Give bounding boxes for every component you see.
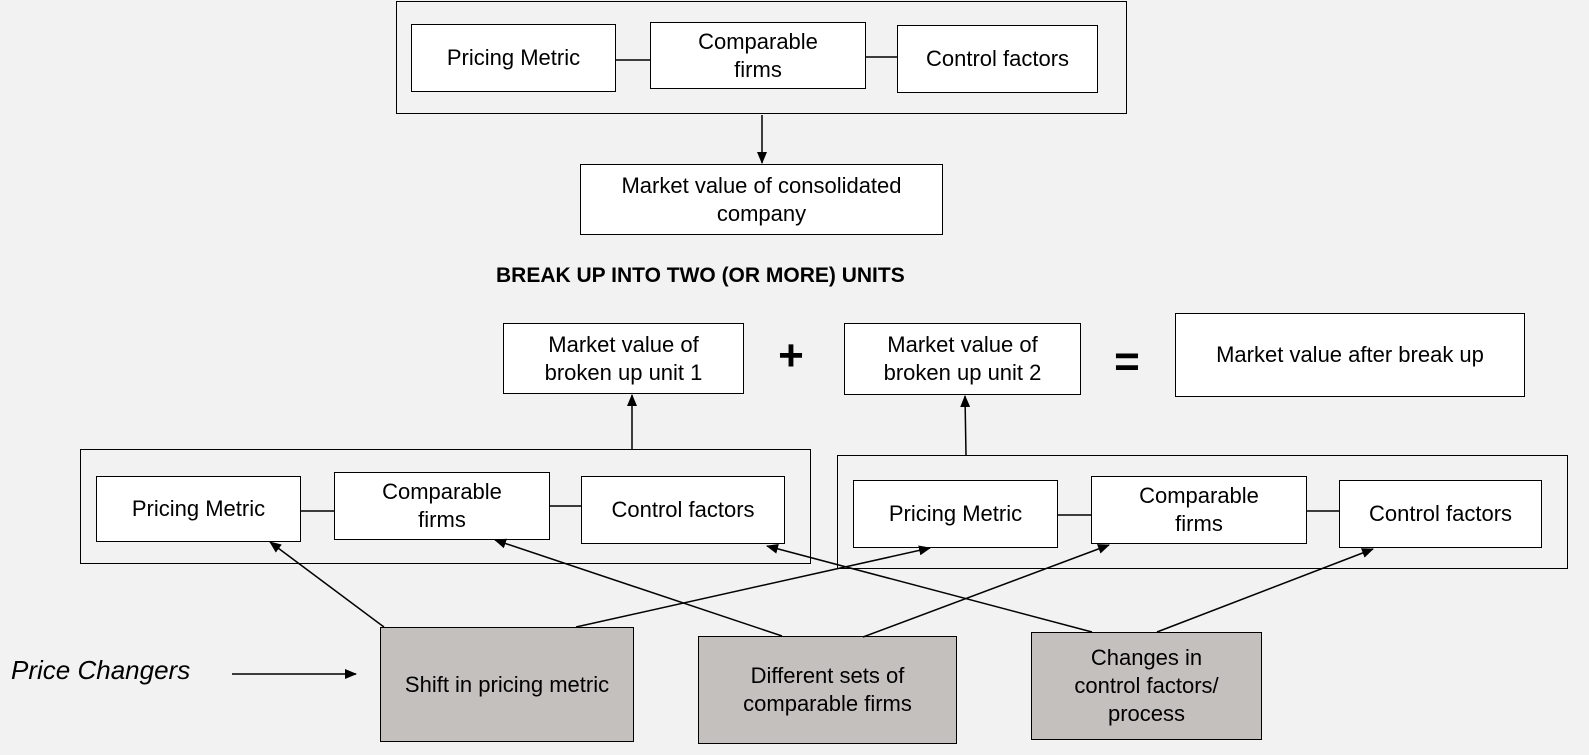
shift-pricing-metric-box: Shift in pricing metric bbox=[380, 627, 634, 742]
right-comparable-firms-box: Comparable firms bbox=[1091, 476, 1307, 544]
consolidated-value-label: Market value of consolidated company bbox=[621, 172, 902, 226]
left-comparable-firms-box: Comparable firms bbox=[334, 472, 550, 540]
left-control-factors-box: Control factors bbox=[581, 476, 785, 544]
top-pricing-metric-label: Pricing Metric bbox=[446, 45, 581, 70]
top-group-frame bbox=[396, 1, 1127, 114]
right-group-to-unit2-arrow bbox=[960, 395, 971, 456]
break-up-heading: BREAK UP INTO TWO (OR MORE) UNITS bbox=[496, 264, 905, 287]
right-pricing-metric-box: Pricing Metric bbox=[853, 480, 1058, 548]
right-control-factors-box: Control factors bbox=[1339, 480, 1542, 548]
price-changers-label: Price Changers bbox=[11, 655, 191, 685]
changes-control-label: Changes in control factors/ process bbox=[1074, 645, 1219, 726]
left-pricing-metric-box: Pricing Metric bbox=[96, 476, 301, 542]
changes-control-box: Changes in control factors/ process bbox=[1031, 632, 1262, 740]
unit1-value-label: Market value of broken up unit 1 bbox=[544, 331, 703, 385]
top-comparable-firms-box: Comparable firms bbox=[650, 22, 866, 89]
unit2-value-label: Market value of broken up unit 2 bbox=[883, 332, 1042, 385]
shift-pricing-metric-label: Shift in pricing metric bbox=[404, 671, 610, 697]
unit1-value-box: Market value of broken up unit 1 bbox=[503, 323, 744, 394]
equals-sign: = bbox=[1114, 337, 1140, 386]
plus-sign: + bbox=[778, 331, 804, 380]
unit2-value-box: Market value of broken up unit 2 bbox=[844, 323, 1081, 395]
top-comparable-firms-label: Comparable firms bbox=[698, 28, 818, 82]
right-control-factors-label: Control factors bbox=[1368, 501, 1513, 526]
left-group-frame bbox=[80, 449, 811, 564]
top-control-factors-box: Control factors bbox=[897, 25, 1098, 93]
left-pricing-metric-label: Pricing Metric bbox=[131, 496, 266, 521]
consolidated-value-box: Market value of consolidated company bbox=[580, 164, 943, 235]
after-break-up-box: Market value after break up bbox=[1175, 313, 1525, 397]
right-comparable-firms-label: Comparable firms bbox=[1139, 483, 1259, 536]
left-comparable-firms-label: Comparable firms bbox=[382, 479, 502, 532]
right-pricing-metric-label: Pricing Metric bbox=[888, 501, 1023, 526]
top-control-factors-label: Control factors bbox=[925, 46, 1070, 71]
top-pricing-metric-box: Pricing Metric bbox=[411, 24, 616, 92]
after-break-up-label: Market value after break up bbox=[1216, 342, 1484, 367]
different-sets-box: Different sets of comparable firms bbox=[698, 636, 957, 744]
different-sets-label: Different sets of comparable firms bbox=[743, 663, 912, 716]
left-control-factors-label: Control factors bbox=[611, 497, 755, 522]
